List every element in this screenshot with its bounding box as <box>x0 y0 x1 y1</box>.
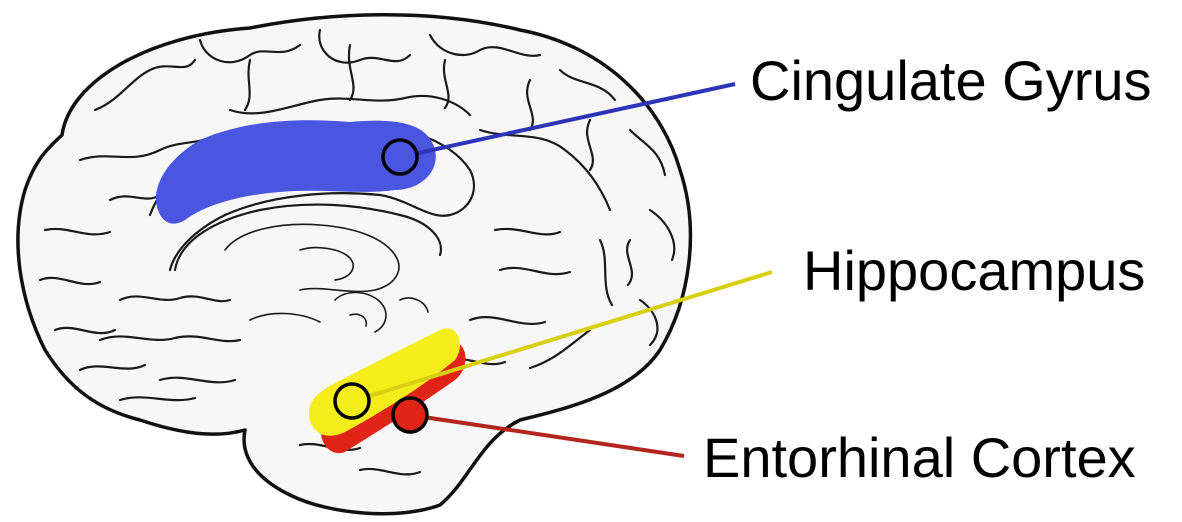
hippocampus-label: Hippocampus <box>803 239 1145 302</box>
hippocampus-marker <box>335 384 369 418</box>
cingulate-gyrus-label: Cingulate Gyrus <box>750 49 1152 112</box>
cingulate-gyrus-marker <box>383 140 417 174</box>
entorhinal-cortex-label: Entorhinal Cortex <box>703 426 1136 489</box>
entorhinal-cortex-marker <box>393 398 427 432</box>
